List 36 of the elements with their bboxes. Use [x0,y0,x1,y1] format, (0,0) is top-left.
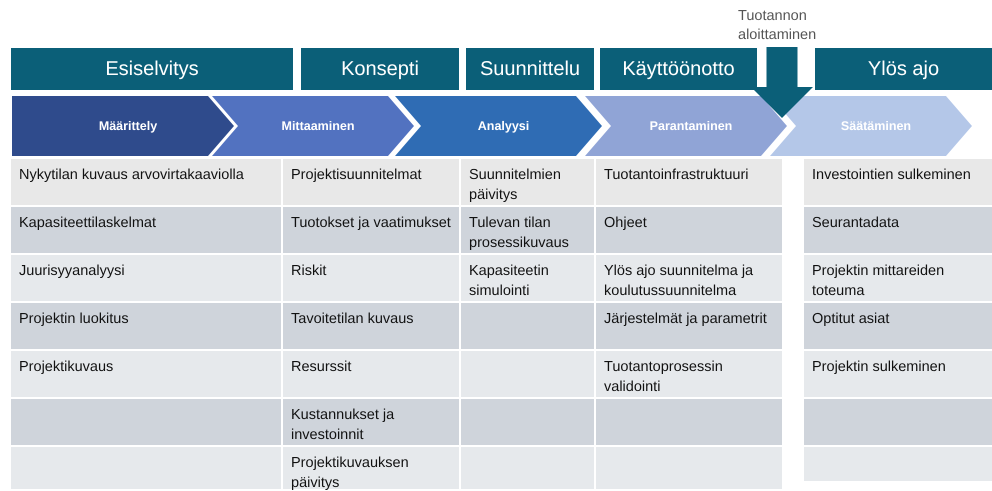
phase-header: Suunnittelu [466,48,594,90]
table-cell: Riskit [283,255,459,301]
table-cell: Tuotokset ja vaatimukset [283,207,459,253]
chevron-step: Säätäminen [770,96,972,156]
table-cell: Juurisyyanalyysi [11,255,281,301]
table-cell: Tuotantoinfrastruktuuri [596,159,782,205]
chevron-step: Mittaaminen [212,96,414,156]
chevron-step: Analyysi [395,96,602,156]
table-cell: Investointien sulkeminen [804,159,992,205]
table-cell: Projektisuunnitelmat [283,159,459,205]
table-cell: Projektikuvauksen päivitys [283,447,459,489]
phase-header: Käyttöönotto [600,48,757,90]
table-cell: Resurssit [283,351,459,397]
table-cell: Järjestelmät ja parametrit [596,303,782,349]
table-cell: Projektin luokitus [11,303,281,349]
chevron-step: Parantaminen [585,96,787,156]
phase-header: Esiselvitys [11,48,293,90]
table-cell: Projektikuvaus [11,351,281,397]
table-cell: Tavoitetilan kuvaus [283,303,459,349]
table-cell: Optitut asiat [804,303,992,349]
table-cell: Suunnitelmien päivitys [461,159,594,205]
table-cell: Tuotantoprosessin validointi [596,351,782,397]
phase-header: Ylös ajo [815,48,992,90]
chevron-step: Määrittely [12,96,234,156]
table-cell: Nykytilan kuvaus arvovirtakaaviolla [11,159,281,205]
table-cell: Kapasiteetin simulointi [461,255,594,301]
table-cell: Projektin sulkeminen [804,351,992,397]
phase-header: Konsepti [301,48,459,90]
table-cell: Ohjeet [596,207,782,253]
table-cell: Tulevan tilan prosessikuvaus [461,207,594,253]
table-cell: Ylös ajo suunnitelma ja koulutussuunnitelma [596,255,782,301]
table-cell: Seurantadata [804,207,992,253]
milestone-label: Tuotannon aloittaminen [738,7,838,47]
table-cell: Kapasiteettilaskelmat [11,207,281,253]
table-cell: Projektin mittareiden toteuma [804,255,992,301]
table-cell: Kustannukset ja investoinnit [283,399,459,445]
